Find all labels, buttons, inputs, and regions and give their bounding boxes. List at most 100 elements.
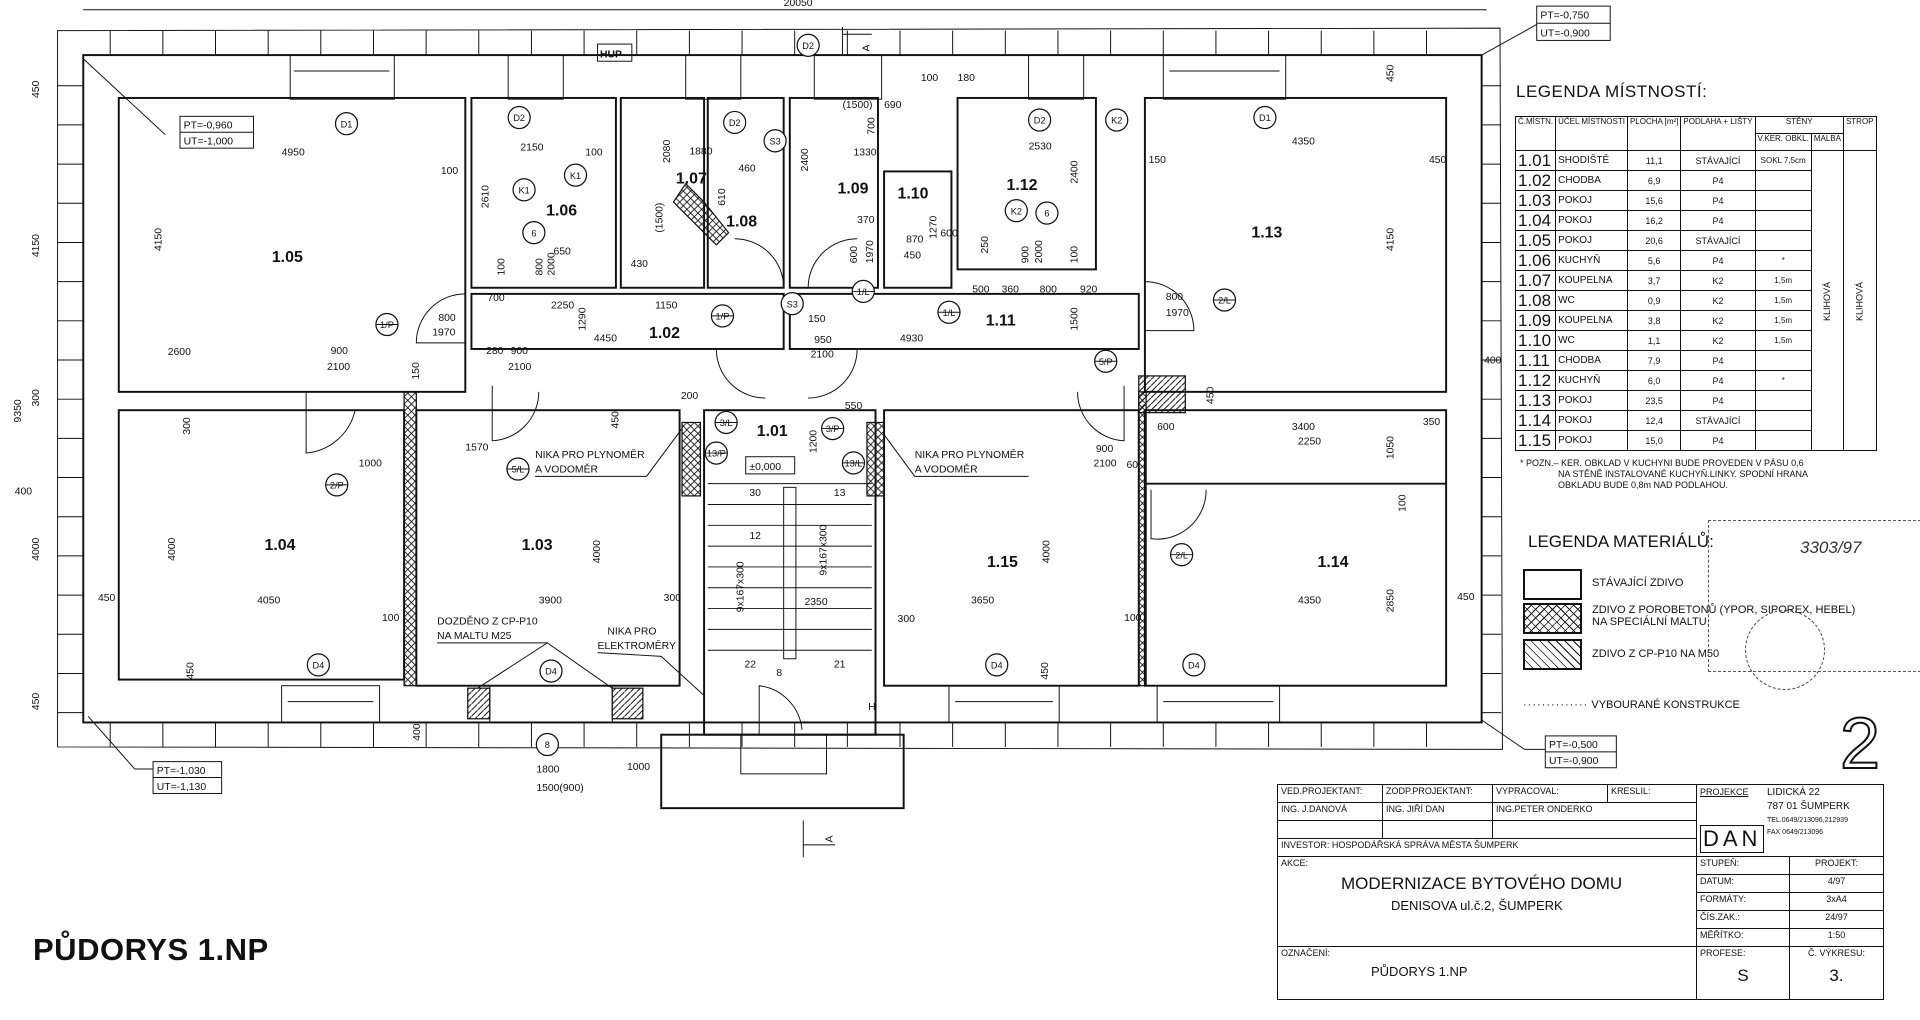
marker-label: 5/L [512,465,525,475]
marker-label: D1 [341,119,353,129]
legend-cell-use: POKOJ [1555,410,1628,431]
dimension-label: 300 [182,417,193,435]
room-label: 1.05 [272,249,303,266]
marker-label: 13/P [707,449,726,459]
legend-cell-no: 1.05 [1514,230,1557,251]
legend-cell-tiles [1754,390,1812,411]
legend-note: * POZN.– KER. OBKLAD V KUCHYNI BUDE PROV… [1520,458,1920,491]
legend-cell-tiles: 1,5m [1754,310,1812,331]
tb-label: OZNAČENÍ: [1281,948,1331,958]
room-label: 1.04 [264,537,295,554]
dimension-label: 1800 [536,765,559,776]
marker-d1-icon: D1 [334,112,359,136]
level-box: PT=-1,030 UT=-1,130 [87,716,223,794]
dimension-label: 450 [98,593,116,604]
legend-cell-use: KUCHYŇ [1555,250,1628,271]
dimension-label: 4000 [1041,540,1052,563]
dimension-label: 4350 [1298,596,1321,607]
dimension-label: 1970 [865,240,876,263]
marker-d4-icon: D4 [1182,653,1206,677]
dimension-label: 450 [31,693,42,711]
dimension-label: 12 [749,531,761,542]
legend-cell-no: 1.01 [1514,150,1557,171]
marker-1-l-icon: 1/L [851,279,875,304]
room-label: 1.15 [987,554,1018,571]
door-swings [305,238,1207,735]
dimension-label: 430 [631,259,649,270]
marker-d2-icon: D2 [1027,108,1052,132]
marker-label: D2 [802,41,814,51]
room-label: 1.01 [757,423,788,440]
stamp-number: 3303/97 [1800,538,1862,557]
legend-cell-area: 6,9 [1626,170,1682,191]
dimension-label: 800 [438,313,456,324]
level-box: PT=-0,960 UT=-1,000 [82,58,254,149]
dimension-label: 450 [185,662,196,680]
room-label: 1.06 [546,203,577,220]
dimension-label: 4000 [31,537,42,560]
gas-niche-note: NIKA PRO PLYNOMĚR [535,448,645,461]
dimension-label: 21 [834,659,846,670]
tb-value: 3. [1829,966,1844,985]
legend-cell-use: CHODBA [1555,170,1628,191]
room-label: 1.14 [1318,554,1349,571]
legend-cell-no: 1.07 [1514,270,1557,291]
dimension-label: 700 [866,117,877,135]
level-zero-label: ±0,000 [749,462,781,473]
marker-k1-icon: K1 [512,178,536,202]
marker-2-l-icon: 2/L [1212,288,1237,312]
room-label: 1.08 [726,214,757,231]
marker-label: 6 [1044,209,1049,219]
legend-cell-area: 0,9 [1626,290,1682,311]
dimension-label: 450 [610,411,621,429]
tb-label: PROFESE: [1700,948,1746,958]
dimension-label: 9x167x300 [819,524,830,575]
paving-strip [57,27,1503,750]
marker-label: 2/L [1218,296,1231,306]
dimension-label: 2850 [1385,589,1396,612]
legend-cell-area: 20,6 [1626,230,1682,251]
marker-label: K1 [570,171,581,181]
material-label: ZDIVO Z CP-P10 NA M50 [1592,648,1720,660]
marker-s3-icon: S3 [780,292,804,316]
legend-cell-no: 1.12 [1514,370,1557,391]
dimension-label: 2100 [1093,459,1116,470]
marker-label: D4 [313,661,325,671]
dimension-label: 900 [331,346,349,357]
dimension-label: 22 [744,659,756,670]
ut-level: UT=-1,130 [157,782,207,793]
tb-label: KRESLIL: [1608,785,1697,803]
room-label: 1.03 [522,537,553,554]
marker-label: 3/P [826,424,840,434]
dimension-label: 250 [980,236,991,254]
marker-d4-icon: D4 [985,653,1009,677]
dimension-label: 2250 [1298,436,1321,447]
dimension-label: 1880 [689,146,712,157]
dimension-label: 900 [511,346,529,357]
gas-niche-note: A VODOMĚR [535,463,598,476]
dimension-label: 100 [1124,613,1142,624]
dimension-label: 500 [972,285,990,296]
legend-cell-use: WC [1555,290,1628,311]
marker-s3-icon: S3 [763,129,787,153]
legend-cell-no: 1.03 [1514,190,1557,211]
dimension-label: 180 [958,73,976,84]
marker-d2-icon: D2 [507,105,531,130]
dimension-label: 460 [738,163,756,174]
dimension-label: 100 [382,613,400,624]
legend-cell-area: 16,2 [1626,210,1682,231]
firm-block: PROJEKCE DAN LIDICKÁ 22 787 01 ŠUMPERK T… [1697,785,1883,857]
tb-investor: INVESTOR: HOSPODÁŘSKÁ SPRÁVA MĚSTA ŠUMPE… [1278,839,1697,857]
legend-cell-area: 5,6 [1626,250,1682,271]
dimension-label: 4000 [167,537,178,560]
dimension-label: 450 [904,250,922,261]
marker-label: D1 [1259,113,1271,123]
marker-label: 1/P [716,312,730,322]
legend-cell-tiles: 1,5m [1754,330,1812,351]
stair-well [783,486,797,660]
legend-cell-area: 11,1 [1626,150,1682,171]
dimension-label: 4150 [31,234,42,257]
